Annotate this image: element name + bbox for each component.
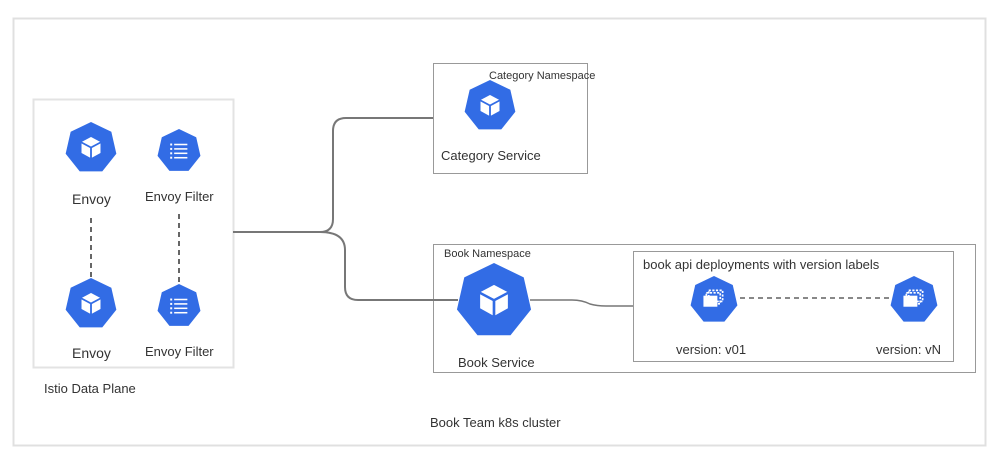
- book-service-icon: [456, 263, 532, 336]
- deployments-title: book api deployments with version labels: [643, 257, 880, 272]
- category-namespace-title: Category Namespace: [489, 70, 596, 82]
- connector-to-book: [319, 231, 458, 301]
- version-v01-label: version: v01: [676, 342, 747, 357]
- category-service-label: Category Service: [441, 148, 541, 163]
- deployment-icon: [890, 276, 938, 322]
- connector-book-to-deployments: [530, 299, 633, 307]
- data-plane-title: Istio Data Plane: [44, 381, 136, 396]
- version-vn-label: version: vN: [876, 342, 942, 357]
- book-service-label: Book Service: [458, 355, 535, 370]
- envoy-filter-icon: [157, 129, 201, 171]
- category-namespace-box: [433, 63, 588, 174]
- cluster-title: Book Team k8s cluster: [430, 415, 561, 430]
- category-service-icon: [464, 80, 516, 130]
- pod-icon: [65, 278, 117, 328]
- envoy-label: Envoy: [72, 345, 111, 361]
- pod-icon: [65, 122, 117, 172]
- envoy-filter-label: Envoy Filter: [145, 344, 214, 359]
- envoy-label: Envoy: [72, 191, 111, 207]
- book-namespace-title: Book Namespace: [444, 248, 531, 260]
- envoy-filter-label: Envoy Filter: [145, 189, 214, 204]
- data-plane-box: [32, 98, 235, 369]
- envoy-filter-icon: [157, 284, 201, 326]
- deployment-icon: [690, 276, 738, 322]
